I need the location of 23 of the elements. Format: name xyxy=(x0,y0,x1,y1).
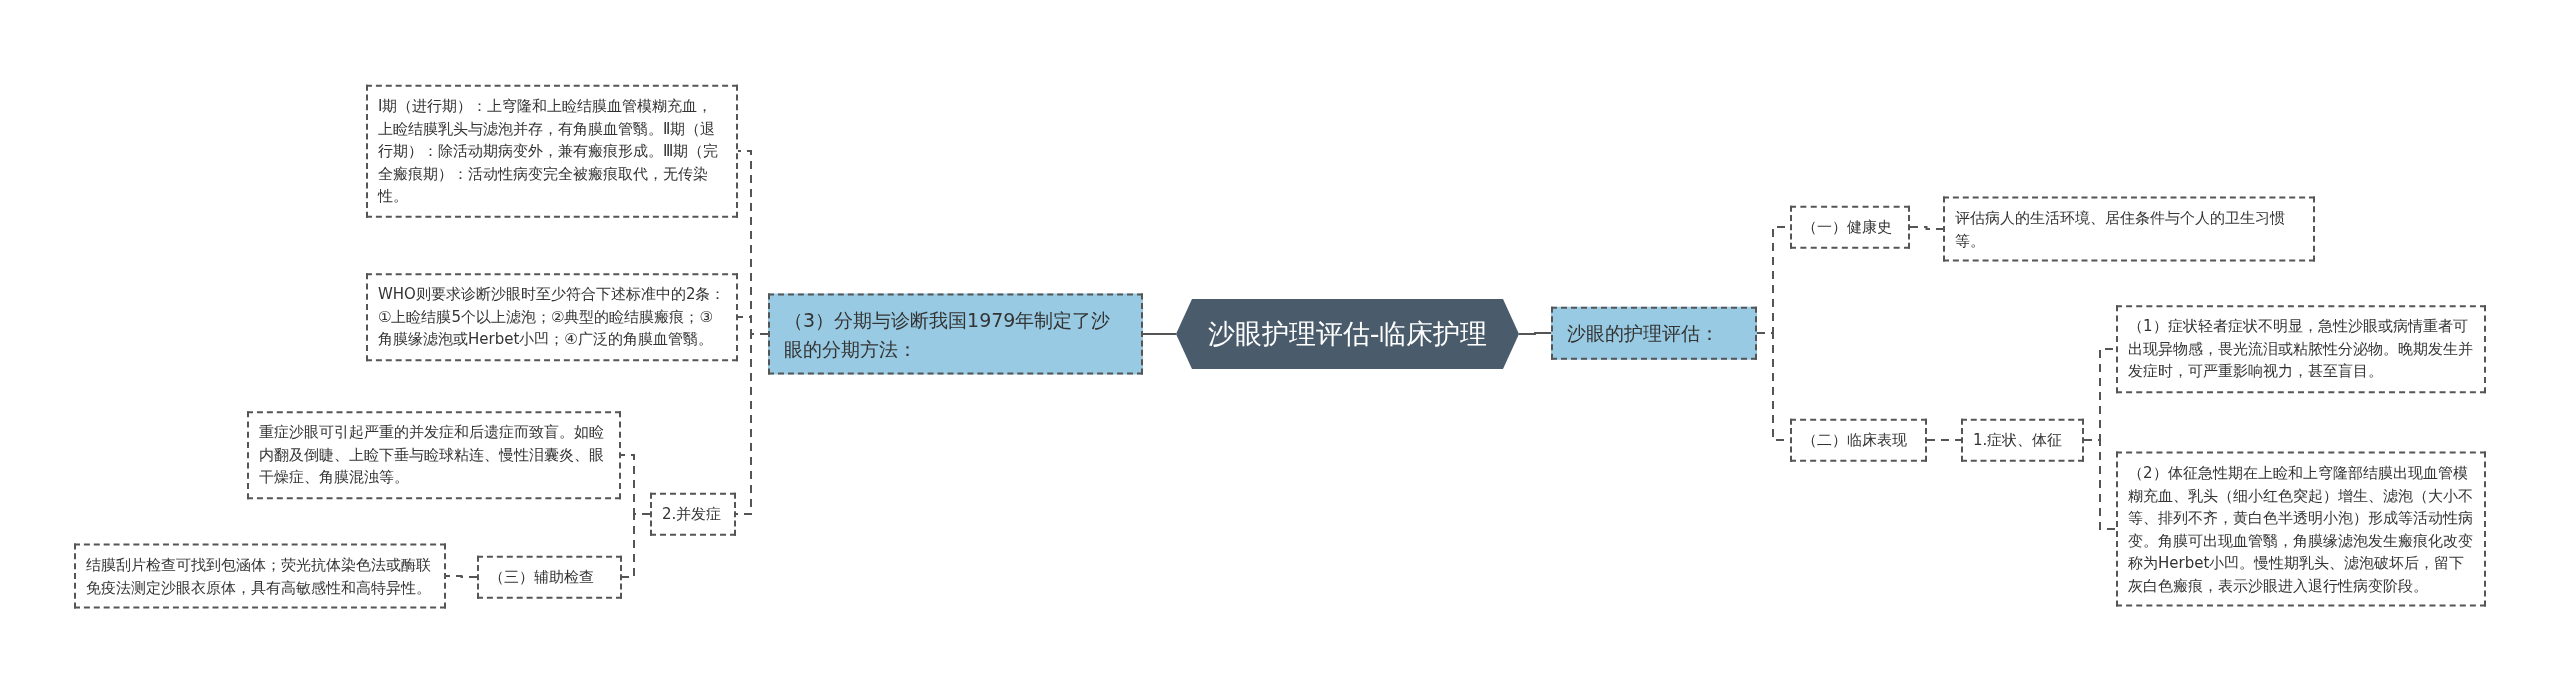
topic-box: （二）临床表现 xyxy=(1790,418,1927,462)
connector-line xyxy=(445,575,478,578)
topic-box: 1.症状、体征 xyxy=(1961,418,2084,462)
connector-line xyxy=(1142,333,1177,335)
connector-line xyxy=(735,333,769,515)
topic-box: WHO则要求诊断沙眼时至少符合下述标准中的2条：①上睑结膜5个以上滤泡；②典型的睑结膜瘢痕；③角膜缘滤泡或Herbet小凹；④广泛的角膜血管翳。 xyxy=(366,273,738,361)
branch-topic: （3）分期与诊断我国1979年制定了沙眼的分期方法： xyxy=(768,293,1143,375)
connector-line xyxy=(1926,439,1962,441)
topic-box: Ⅰ期（进行期）：上穹隆和上睑结膜血管模糊充血，上睑结膜乳头与滤泡并存，有角膜血管翳。Ⅱ期（退行期）：除活动期病变外，兼有瘢痕形成。Ⅲ期（完全瘢痕期）：活动性病变完全被瘢痕取代，无传染性。 xyxy=(366,84,738,218)
topic-box: 结膜刮片检查可找到包涵体；荧光抗体染色法或酶联免疫法测定沙眼衣原体，具有高敏感性和高特异性。 xyxy=(74,543,446,609)
topic-box: （2）体征急性期在上睑和上穹隆部结膜出现血管模糊充血、乳头（细小红色突起）增生、滤泡（大小不等、排列不齐，黄白色半透明小泡）形成等活动性病变。角膜可出现血管翳，角膜缘滤泡发生瘢痕化改变称为Herbet小凹。慢性期乳头、滤泡破坏后，留下灰白色瘢痕，表示沙眼进入退行性病变阶段。 xyxy=(2116,451,2486,607)
central-topic: 沙眼护理评估-临床护理 xyxy=(1176,299,1519,369)
branch-topic: 沙眼的护理评估： xyxy=(1551,306,1757,360)
connector-line xyxy=(1518,332,1552,335)
topic-box: （1）症状轻者症状不明显，急性沙眼或病情重者可出现异物感，畏光流泪或粘脓性分泌物。晚期发生并发症时，可严重影响视力，甚至盲目。 xyxy=(2116,305,2486,393)
topic-box: （三）辅助检查 xyxy=(477,555,622,599)
topic-box: 重症沙眼可引起严重的并发症和后遗症而致盲。如睑内翻及倒睫、上睑下垂与睑球粘连、慢性泪囊炎、眼干燥症、角膜混浊等。 xyxy=(247,411,621,499)
connector-line xyxy=(1909,226,1944,230)
connector-line xyxy=(621,513,651,578)
topic-box: 2.并发症 xyxy=(650,492,736,536)
topic-box: 评估病人的生活环境、居住条件与个人的卫生习惯等。 xyxy=(1943,196,2315,262)
topic-box: （一）健康史 xyxy=(1790,205,1910,249)
connector-line xyxy=(2083,439,2117,530)
